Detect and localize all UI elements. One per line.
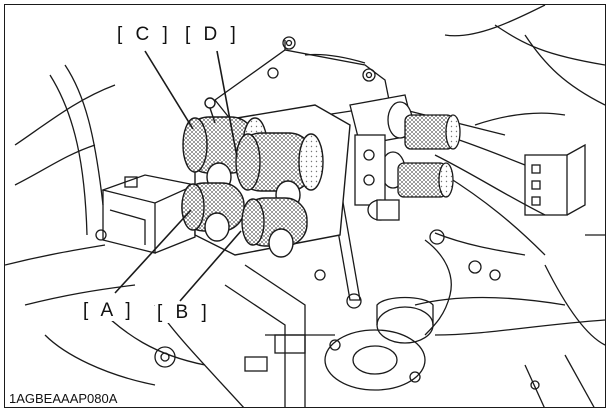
figure-code: 1AGBEAAAP080A	[7, 391, 120, 406]
callout-label-c: [ C ]	[115, 24, 174, 45]
callout-label-b: [ B ]	[155, 302, 213, 323]
leader-lines	[114, 50, 242, 302]
leader-line-d	[216, 50, 238, 158]
leader-line-c	[144, 50, 194, 130]
engine-valve-illustration	[5, 5, 605, 407]
solenoid-valve-block	[181, 97, 351, 258]
diagram-frame: [ C ] [ D ] [ A ] [ B ] 1AGBEAAAP080A	[4, 4, 606, 408]
leader-line-b	[179, 230, 242, 302]
callout-label-a: [ A ]	[81, 300, 137, 321]
leader-line-a	[114, 209, 192, 294]
right-actuators	[349, 94, 461, 221]
callout-label-d: [ D ]	[183, 24, 242, 45]
